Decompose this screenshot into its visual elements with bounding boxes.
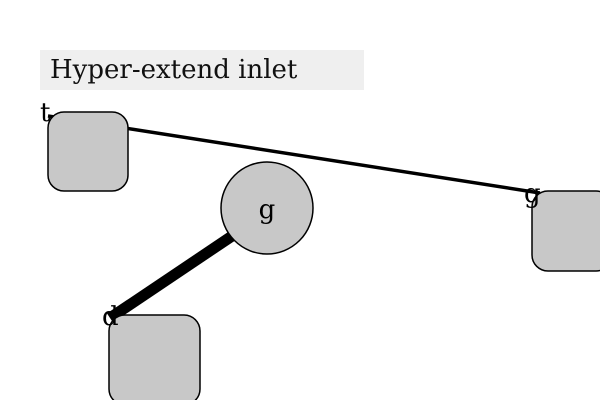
link-end-label-d: d bbox=[102, 302, 119, 332]
circle-center-label: g bbox=[259, 195, 276, 225]
link-start-label-t: t bbox=[40, 98, 51, 128]
title-bar: Hyper-extend inlet bbox=[40, 50, 364, 90]
node-circle-center[interactable] bbox=[220, 161, 314, 255]
link-circle-to-bottom bbox=[106, 227, 242, 323]
node-block-top-left[interactable] bbox=[47, 111, 129, 192]
link-top-left-to-right bbox=[47, 114, 541, 195]
node-block-bottom[interactable] bbox=[108, 314, 201, 400]
page-title: Hyper-extend inlet bbox=[50, 55, 298, 85]
node-block-right[interactable] bbox=[531, 190, 600, 272]
link-end-label-g: g bbox=[524, 179, 541, 209]
